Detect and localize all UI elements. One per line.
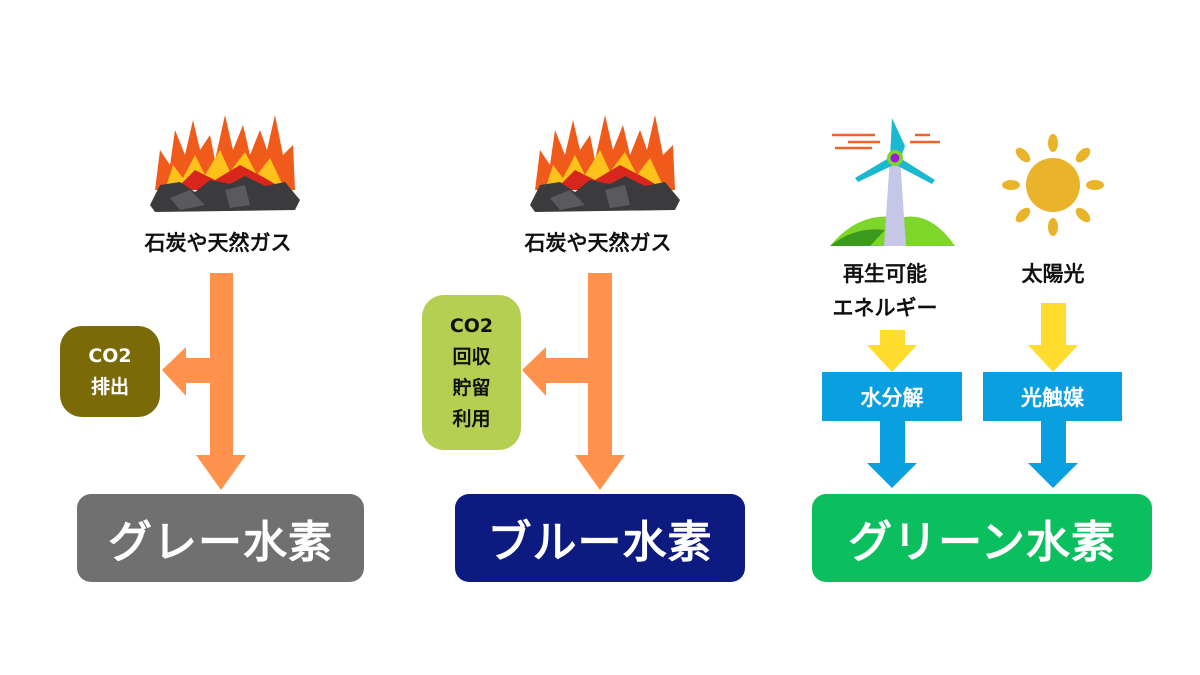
co2-capture-box: CO2 回収 貯留 利用 [422,295,521,450]
co2-emission-box: CO2 排出 [60,326,160,417]
branch-line: 貯留 [452,376,491,399]
source-label-line: 再生可能 [843,262,927,286]
green-hydrogen-box: グリーン水素 [812,494,1152,582]
branch-line: CO2 [449,314,494,337]
branch-line: 回収 [452,345,491,368]
process-photocatalyst: 光触媒 [983,372,1122,421]
branch-line: 利用 [452,407,491,430]
source-label-line: エネルギー [832,296,938,320]
source-label: 石炭や天然ガス [524,231,672,255]
gray-hydrogen-box: グレー水素 [77,494,364,582]
sun-icon [1002,134,1104,236]
branch-line: CO2 [88,344,132,367]
blue-hydrogen-box: ブルー水素 [455,494,745,582]
process-water-electrolysis: 水分解 [822,372,962,421]
coal-fire-icon [150,115,300,212]
wind-turbine-icon [830,118,955,246]
source-label: 石炭や天然ガス [144,231,292,255]
source-label: 太陽光 [1021,262,1085,286]
branch-line: 排出 [90,375,129,398]
coal-fire-icon [530,115,680,212]
